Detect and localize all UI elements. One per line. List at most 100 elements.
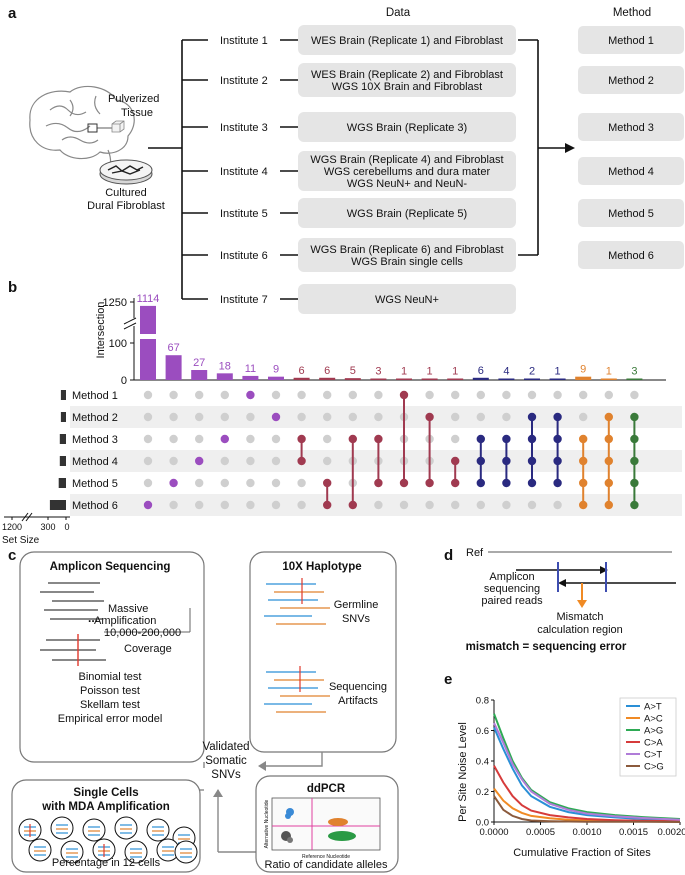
institute-label: Institute 1 [220, 35, 268, 47]
matrix-dot [476, 500, 485, 510]
tissue-sample-marker [87, 123, 98, 133]
institute-label: Institute 4 [220, 166, 268, 178]
tissue-cube-icon [111, 120, 125, 133]
matrix-dot [246, 500, 255, 510]
matrix-dot [297, 390, 306, 400]
set-size-bar [59, 434, 66, 444]
intersection-count: 6 [324, 365, 330, 377]
set-size-label: Set Size [2, 535, 40, 546]
institute-label: Institute 3 [220, 122, 268, 134]
series-line [493, 765, 681, 823]
data-line: WGS Brain (Replicate 4) and Fibroblast [310, 154, 503, 166]
matrix-dot [143, 434, 153, 444]
matrix-dot [630, 390, 639, 400]
matrix-dot [246, 478, 255, 488]
matrix-dot [451, 390, 460, 400]
reverse-read-arrow-icon [558, 579, 566, 587]
cell-icon [174, 840, 198, 864]
upset-matrix [143, 390, 639, 510]
panel-c-label: c [8, 547, 16, 564]
arrow-ddpcr-icon [213, 789, 223, 797]
panel-d-label: d [444, 547, 453, 564]
validated-line1: Validated [202, 741, 249, 753]
set-size-break-mark [27, 499, 35, 511]
single-cell-grid [18, 816, 198, 864]
set-name-label: Method 3 [72, 434, 118, 446]
data-box [298, 151, 516, 191]
matrix-dot [553, 390, 562, 400]
matrix-dot [502, 412, 511, 422]
chart-e-legend [619, 697, 677, 777]
validated-line2: Somatic [205, 755, 247, 767]
mismatch-arrow-icon [577, 600, 587, 608]
reads-label-1: Amplicon [489, 571, 534, 583]
set-size-axis [4, 512, 70, 522]
matrix-dot [297, 500, 306, 510]
data-box [298, 25, 516, 55]
intersection-count: 1 [427, 366, 433, 378]
matrix-dot [323, 434, 332, 444]
set-size-bar [60, 390, 66, 400]
method-header: Method [613, 7, 651, 19]
matrix-dot [553, 500, 562, 510]
method-box [578, 157, 684, 185]
intersection-bar [447, 378, 464, 380]
intersection-bar [344, 378, 361, 380]
data-box [298, 238, 516, 272]
method-label: Method 5 [608, 208, 654, 220]
matrix-dot [323, 456, 332, 466]
set-name-label: Method 1 [72, 390, 118, 402]
data-box [298, 198, 516, 228]
matrix-dot [220, 390, 229, 400]
data-line: WES Brain (Replicate 1) and Fibroblast [311, 35, 503, 47]
intersection-bar [575, 376, 592, 380]
matrix-dot [220, 500, 229, 510]
data-line: WES Brain (Replicate 2) and Fibroblast [311, 69, 503, 81]
cell-icon [28, 838, 52, 862]
matrix-dot [348, 412, 357, 422]
set-size-bar [59, 456, 66, 466]
intersection-bar [216, 373, 233, 380]
intersection-count: 18 [219, 360, 231, 372]
method-label: Method 1 [608, 35, 654, 47]
data-box [298, 63, 516, 97]
fibroblast-label-line1: Cultured [105, 187, 147, 199]
series-line [493, 795, 681, 823]
matrix-dot [220, 456, 229, 466]
single-cell-title-2: with MDA Amplification [41, 801, 170, 813]
matrix-dot [323, 412, 332, 422]
matrix-dot-active [169, 478, 178, 488]
amplicon-coverage: Coverage [124, 643, 172, 655]
amplicon-range: 10,000-200,000 [104, 627, 181, 639]
intersection-count: 1 [401, 366, 407, 378]
matrix-dot [527, 390, 537, 400]
intersection-count: 9 [580, 364, 586, 376]
intersection-bar [421, 378, 438, 380]
matrix-dot [271, 478, 281, 488]
germline-label-2: SNVs [342, 613, 371, 625]
matrix-dot [271, 390, 281, 400]
matrix-dot [297, 478, 306, 488]
intersection-count: 4 [503, 366, 509, 378]
matrix-dot [604, 390, 613, 400]
haplotype-box [249, 551, 397, 753]
matrix-dot [271, 434, 281, 444]
intersection-bar [268, 376, 284, 380]
institute-label: Institute 7 [220, 294, 268, 306]
ddpcr-title: ddPCR [307, 783, 346, 795]
method-box [578, 241, 684, 269]
artifacts-label-2: Artifacts [338, 695, 378, 707]
matrix-dot-active [195, 456, 204, 466]
panel-a-rows: Institute 1 WES Brain (Replicate 1) and F… [220, 25, 684, 314]
matrix-dot [297, 412, 306, 422]
intersection-bar [370, 378, 387, 380]
series-line [493, 713, 681, 820]
set-name-label: Method 4 [72, 456, 118, 468]
ddpcr-ylabel: Alternative Nucleotide [264, 799, 270, 848]
matrix-dot [425, 500, 434, 510]
method-label: Method 3 [608, 122, 654, 134]
tissue-label-line2: Tissue [121, 107, 153, 119]
method-box [578, 26, 684, 54]
method-label: Method 2 [608, 75, 654, 87]
